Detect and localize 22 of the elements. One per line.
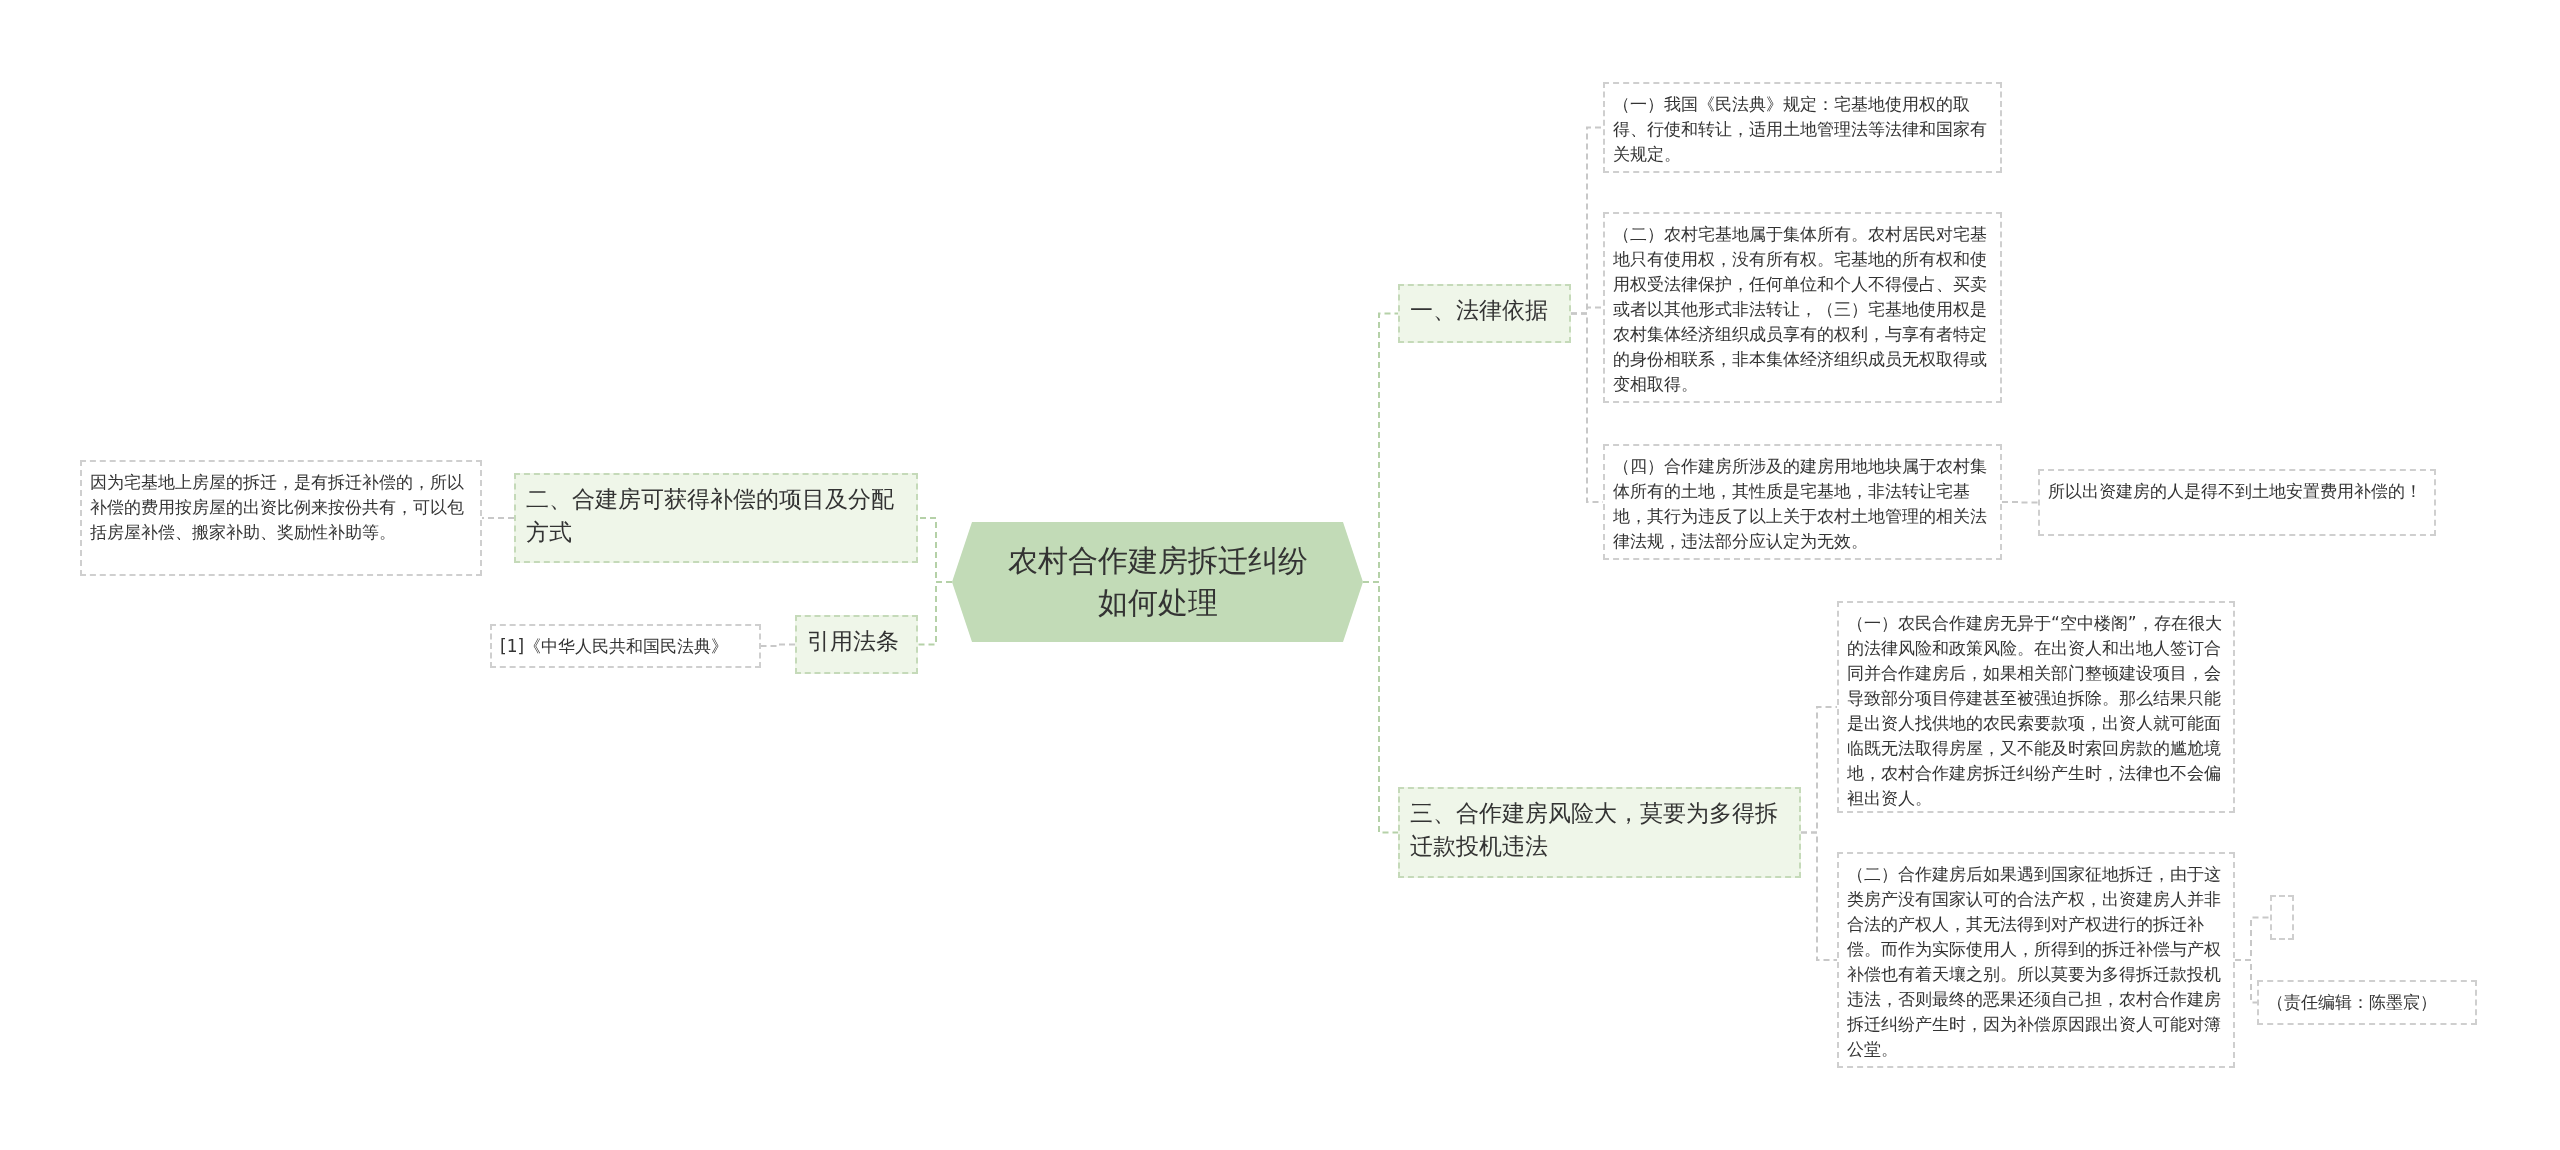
text-box: （二）农村宅基地属于集体所有。农村居民对宅基地只有使用权，没有所有权。宅基地的所有权和使用权受法律保护，任何单位和个人不得侵占、买卖或者以其他形式非法转让，（三）宅基地使用权是农村集体经济组织成员享有的权利，与享有者特定的身份相联系，非本集体经济组织成员无权取得或变相取得。 [1603,212,2002,403]
text-box: （四）合作建房所涉及的建房用地地块属于农村集体所有的土地，其性质是宅基地，非法转让宅基地，其行为违反了以上关于农村土地管理的相关法律法规，违法部分应认定为无效。 [1603,444,2002,560]
text-box: 所以出资建房的人是得不到土地安置费用补偿的！ [2038,469,2436,536]
topic-box: 三、合作建房风险大，莫要为多得拆迁款投机违法 [1398,787,1801,878]
connector-line [917,581,953,646]
connector-line [760,643,796,647]
text-box: （一）我国《民法典》规定：宅基地使用权的取得、行使和转让，适用土地管理法等法律和国家有关规定。 [1603,82,2002,173]
connector-line [1362,581,1399,834]
connector-line [1800,831,1838,961]
empty-box [2270,895,2294,940]
topic-hexagon: 农村合作建房拆迁纠纷如何处理 [952,522,1363,642]
topic-box: 引用法条 [795,615,918,674]
text-box: （责任编辑：陈墨宸） [2257,980,2477,1025]
connector-line [2234,959,2258,1004]
connector-line [481,517,515,519]
text-box: 因为宅基地上房屋的拆迁，是有拆迁补偿的，所以补偿的费用按房屋的出资比例来按份共有，可以包括房屋补偿、搬家补助、奖励性补助等。 [80,460,482,576]
text-box: （一）农民合作建房无异于“空中楼阁”，存在很大的法律风险和政策风险。在出资人和出地人签订合同并合作建房后，如果相关部门整顿建设项目，会导致部分项目停建甚至被强迫拆除。那么结果只能是出资人找供地的农民索要款项，出资人就可能面临既无法取得房屋，又不能及时索回房款的尴尬境地，农村合作建房拆迁纠纷产生时，法律也不会偏袒出资人。 [1837,601,2235,813]
topic-box: 二、合建房可获得补偿的项目及分配方式 [514,473,918,563]
text-box: [1]《中华人民共和国民法典》 [490,624,761,668]
topic-box: 一、法律依据 [1398,284,1571,343]
connector-line [2001,501,2039,504]
text-box: （二）合作建房后如果遇到国家征地拆迁，由于这类房产没有国家认可的合法产权，出资建房人并非合法的产权人，其无法得到对产权进行的拆迁补偿。而作为实际使用人，所得到的拆迁补偿与产权补偿也有着天壤之别。所以莫要为多得拆迁款投机违法，否则最终的恶果还须自己担，农村合作建房拆迁纠纷产生时，因为补偿原因跟出资人可能对簿公堂。 [1837,852,2235,1068]
